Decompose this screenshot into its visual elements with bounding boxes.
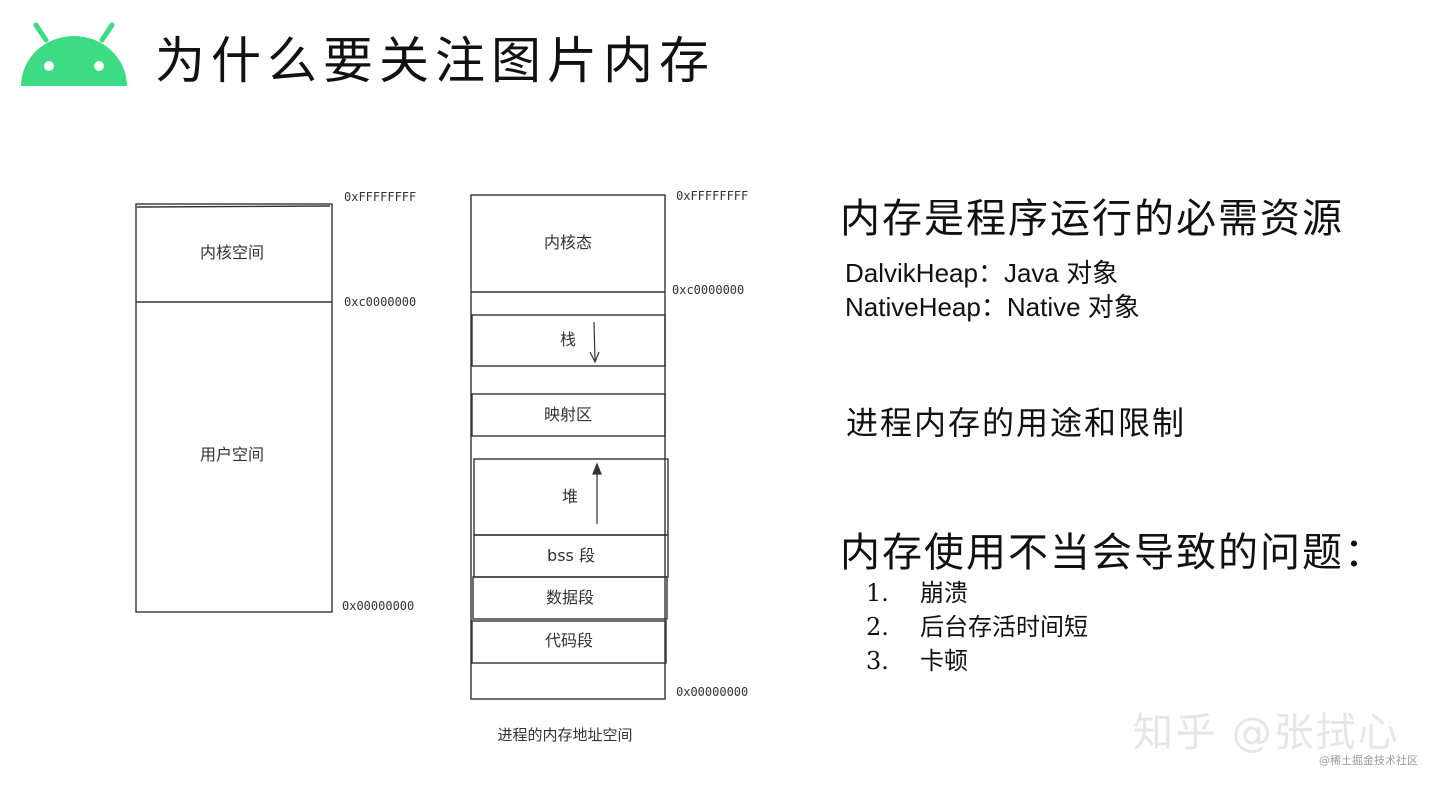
left-addr-bottom: 0x00000000 bbox=[342, 599, 414, 613]
list-item-text: 卡顿 bbox=[920, 647, 968, 675]
segment-kernel-label: 内核态 bbox=[544, 233, 592, 252]
memory-diagram: 内核空间 用户空间 0xFFFFFFFF 0xc0000000 0x000000… bbox=[135, 189, 748, 744]
native-heap-line: NativeHeap：Native 对象 bbox=[845, 292, 1140, 322]
source-watermark: @稀土掘金技术社区 bbox=[1319, 754, 1418, 767]
list-item-number: 3. bbox=[866, 647, 889, 675]
list-item-text: 崩溃 bbox=[920, 579, 968, 607]
android-logo-icon bbox=[21, 22, 127, 86]
segment-heap-label: 堆 bbox=[562, 487, 578, 506]
list-item-number: 1. bbox=[866, 579, 889, 607]
segment-bss-label: bss 段 bbox=[547, 546, 595, 565]
page-title: 为什么要关注图片内存 bbox=[155, 32, 715, 90]
list-item-text: 后台存活时间短 bbox=[920, 613, 1088, 641]
heading-process-memory: 进程内存的用途和限制 bbox=[846, 404, 1187, 442]
watermark-text: 知乎 @张拭心 bbox=[1133, 710, 1400, 756]
right-address-space bbox=[470, 194, 669, 700]
left-address-space bbox=[135, 203, 333, 613]
heading-misuse-problems: 内存使用不当会导致的问题： bbox=[840, 530, 1386, 576]
list-item-number: 2. bbox=[866, 613, 889, 641]
right-addr-top: 0xFFFFFFFF bbox=[676, 189, 748, 203]
stack-down-arrow-icon bbox=[589, 321, 600, 364]
heading-memory-required: 内存是程序运行的必需资源 bbox=[840, 196, 1344, 242]
user-space-label: 用户空间 bbox=[200, 445, 264, 464]
kernel-space-label: 内核空间 bbox=[200, 243, 264, 262]
list-item: 2. 后台存活时间短 bbox=[866, 610, 1088, 644]
right-addr-bottom: 0x00000000 bbox=[676, 685, 748, 699]
diagram-caption: 进程的内存地址空间 bbox=[497, 726, 632, 744]
right-addr-mid: 0xc0000000 bbox=[672, 283, 744, 297]
segment-mmap-label: 映射区 bbox=[544, 405, 592, 424]
segment-code-label: 代码段 bbox=[545, 631, 593, 650]
segment-data-label: 数据段 bbox=[546, 588, 594, 607]
left-addr-top: 0xFFFFFFFF bbox=[344, 190, 416, 204]
list-item: 1. 崩溃 bbox=[866, 576, 1088, 610]
dalvik-heap-line: DalvikHeap：Java 对象 bbox=[845, 258, 1119, 288]
left-addr-mid: 0xc0000000 bbox=[344, 295, 416, 309]
heap-up-arrow-icon bbox=[592, 462, 602, 524]
segment-stack-label: 栈 bbox=[560, 330, 576, 349]
list-item: 3. 卡顿 bbox=[866, 644, 1088, 678]
problem-list: 1. 崩溃 2. 后台存活时间短 3. 卡顿 bbox=[866, 576, 1088, 678]
